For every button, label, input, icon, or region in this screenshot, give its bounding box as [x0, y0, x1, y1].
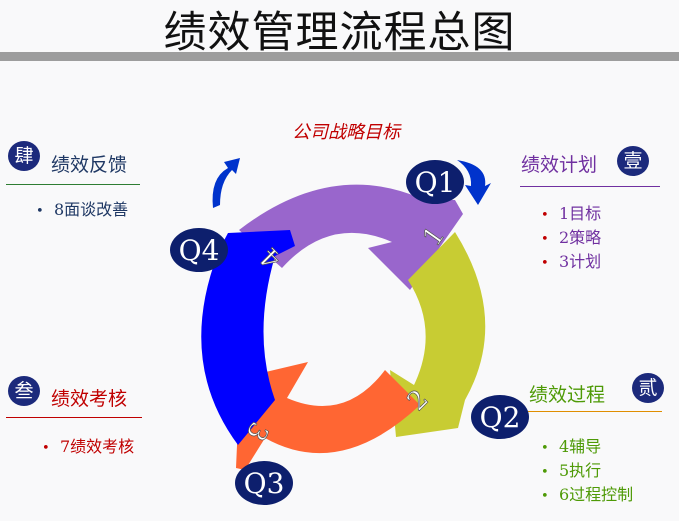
section-feedback-badge: 肆 — [8, 141, 40, 171]
section-feedback-title: 绩效反馈 — [51, 154, 128, 176]
quarter-q1-label: Q1 — [415, 166, 456, 199]
title-underline-bar — [0, 52, 679, 61]
stage-q1-arrow — [239, 184, 463, 290]
bullet-icon: • — [541, 232, 549, 247]
list-item: •4辅导 — [541, 436, 633, 460]
section-review-list: •7绩效考核 — [42, 436, 134, 460]
quarter-q1-badge: Q1 — [406, 160, 464, 204]
quarter-q2-label: Q2 — [480, 401, 521, 434]
quarter-q3-label: Q3 — [244, 467, 285, 500]
page-title: 绩效管理流程总图 — [163, 8, 516, 58]
section-plan-list: •1目标 •2策略 •3计划 — [541, 203, 601, 275]
list-item: •2策略 — [541, 227, 601, 251]
list-item: •5执行 — [541, 460, 633, 484]
stage-q2-arrow — [390, 232, 486, 437]
list-item: •6过程控制 — [541, 484, 633, 508]
list-item: •7绩效考核 — [42, 436, 134, 460]
q4-curved-arrow — [212, 158, 240, 208]
bullet-icon: • — [541, 489, 549, 504]
section-plan-badge: 壹 — [617, 146, 649, 176]
q1-curved-arrow — [457, 160, 491, 205]
quarter-q3-badge: Q3 — [235, 461, 293, 505]
bullet-icon: • — [36, 204, 44, 219]
bullet-icon: • — [541, 208, 549, 223]
list-item: •3计划 — [541, 251, 601, 275]
section-process-title: 绩效过程 — [529, 384, 606, 406]
section-process-list: •4辅导 •5执行 •6过程控制 — [541, 436, 633, 508]
quarter-q4-badge: Q4 — [170, 228, 228, 272]
section-review-title: 绩效考核 — [51, 388, 128, 410]
section-process-badge: 贰 — [632, 373, 664, 403]
section-plan-title: 绩效计划 — [521, 154, 598, 176]
bullet-icon: • — [42, 441, 50, 456]
list-item: •1目标 — [541, 203, 601, 227]
quarter-q4-label: Q4 — [179, 234, 220, 267]
section-process-rule — [528, 411, 662, 412]
quarter-q2-badge: Q2 — [471, 395, 529, 439]
list-item: •8面谈改善 — [36, 199, 128, 223]
section-review-rule — [6, 417, 142, 418]
bullet-icon: • — [541, 441, 549, 456]
bullet-icon: • — [541, 256, 549, 271]
section-feedback-rule — [6, 184, 140, 185]
stage-q4-arrow — [201, 230, 295, 445]
stage-q3-arrow — [236, 362, 420, 470]
section-plan-rule — [520, 186, 660, 187]
bullet-icon: • — [541, 465, 549, 480]
section-review-badge: 叁 — [8, 376, 40, 406]
section-feedback-list: •8面谈改善 — [36, 199, 128, 223]
strategy-goal-label: 公司战略目标 — [292, 122, 400, 143]
